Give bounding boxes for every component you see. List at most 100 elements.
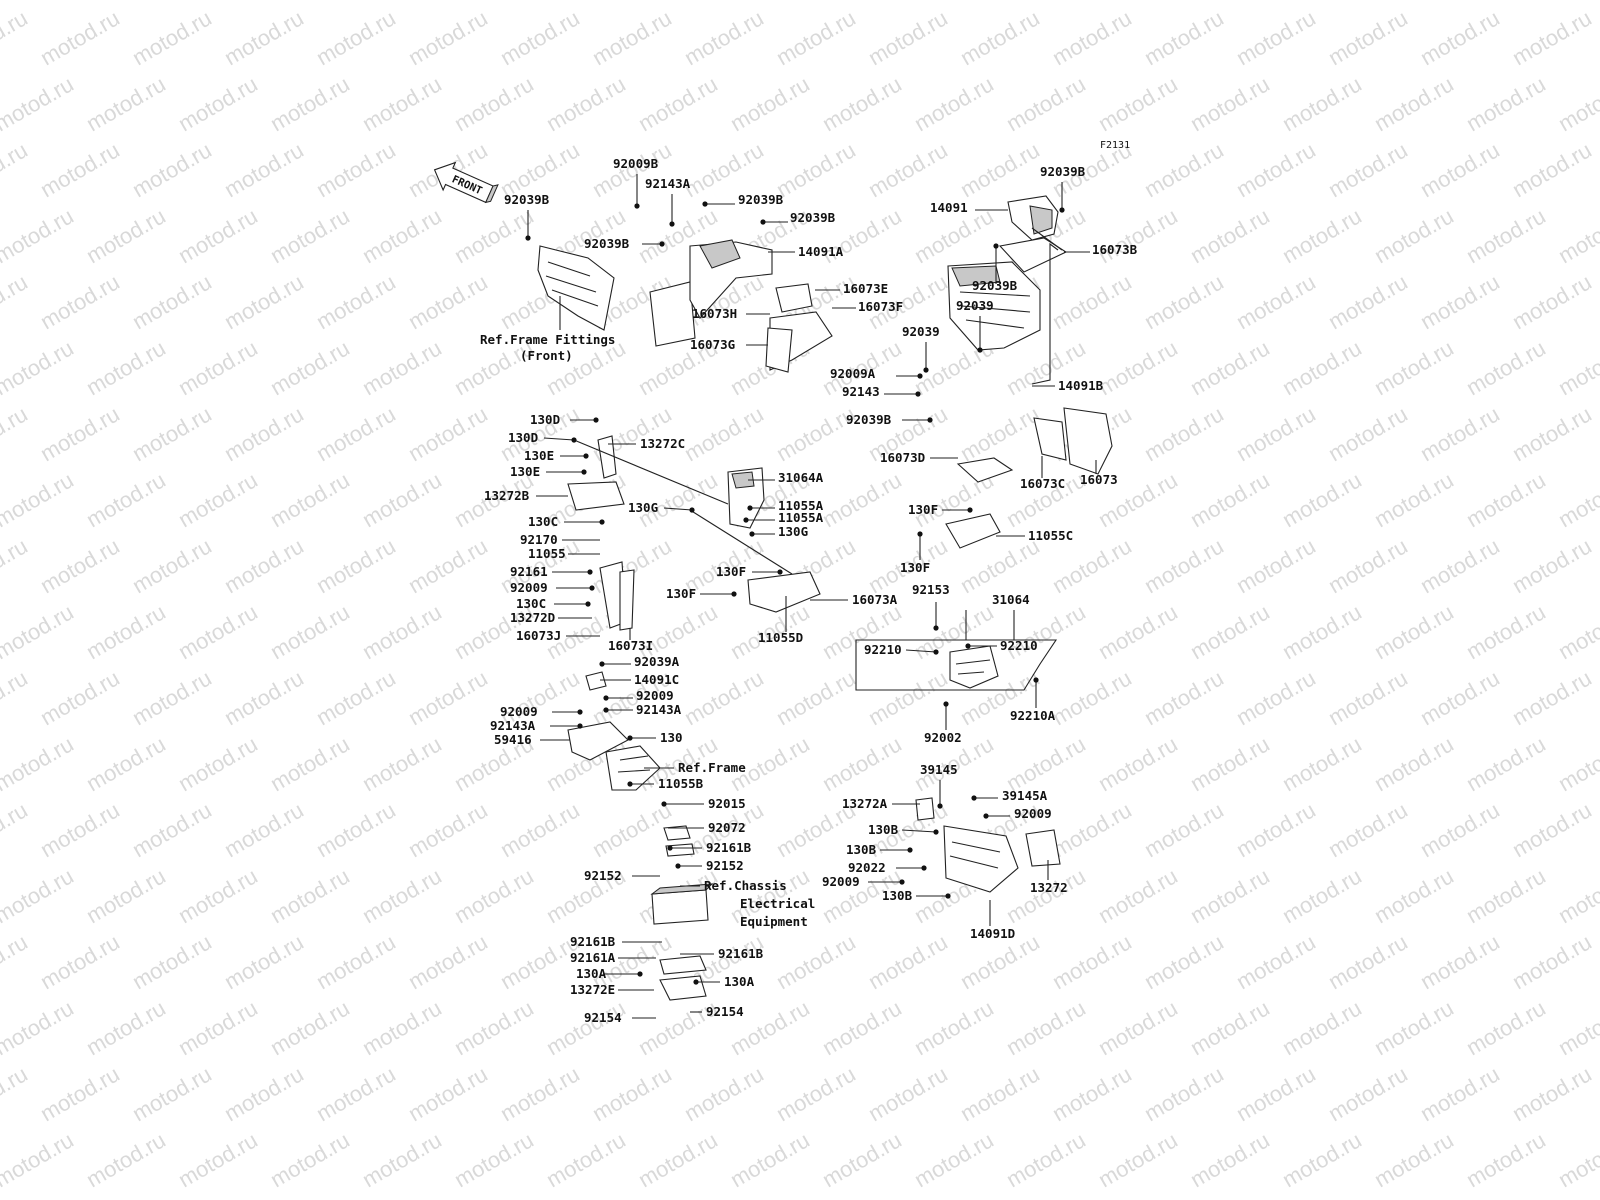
watermark-text: motod.ru: [1048, 1061, 1136, 1126]
watermark-text: motod.ru: [174, 335, 262, 400]
watermark-text: motod.ru: [220, 5, 308, 70]
watermark-text: motod.ru: [404, 533, 492, 598]
callout-92009b-a: 92009B: [613, 156, 659, 209]
watermark-text: motod.ru: [1094, 1127, 1182, 1192]
watermark-text: motod.ru: [220, 533, 308, 598]
watermark-text: motod.ru: [128, 797, 216, 862]
watermark-text: motod.ru: [1370, 731, 1458, 796]
watermark-text: motod.ru: [1186, 0, 1274, 4]
fastener-dot: [659, 241, 665, 247]
part-number-label: 39145: [920, 762, 958, 777]
watermark-text: motod.ru: [1370, 71, 1458, 136]
watermark-text: motod.ru: [1462, 203, 1550, 268]
watermark-text: motod.ru: [128, 5, 216, 70]
fastener-dot: [907, 847, 913, 853]
fastener-dot: [967, 507, 973, 513]
watermark-text: motod.ru: [404, 665, 492, 730]
part-number-label: 130G: [778, 524, 808, 539]
fastener-dot: [627, 735, 633, 741]
watermark-text: motod.ru: [312, 5, 400, 70]
watermark-text: motod.ru: [312, 137, 400, 202]
watermark-text: motod.ru: [358, 71, 446, 136]
watermark-text: motod.ru: [1324, 929, 1412, 994]
watermark-text: motod.ru: [1278, 599, 1366, 664]
part-number-label: 92039B: [846, 412, 892, 427]
callout-14091: 14091: [930, 200, 1008, 215]
callout-92039b-a: 92039B: [702, 192, 784, 207]
part-number-label: Electrical: [740, 896, 815, 911]
part-number-label: 13272A: [842, 796, 888, 811]
watermark-text: motod.ru: [1554, 995, 1600, 1060]
watermark-text: motod.ru: [1508, 1061, 1596, 1126]
watermark-text: motod.ru: [128, 401, 216, 466]
watermark-text: motod.ru: [0, 599, 78, 664]
part-number-label: 16073F: [858, 299, 903, 314]
callout-130b-c: 130B: [882, 888, 951, 903]
watermark-text: motod.ru: [0, 5, 32, 70]
callout-92039-b: 92039: [902, 324, 940, 373]
watermark-text: motod.ru: [910, 0, 998, 4]
fastener-dot: [927, 417, 933, 423]
part-number-label: 13272C: [640, 436, 685, 451]
watermark-text: motod.ru: [36, 929, 124, 994]
watermark-text: motod.ru: [1554, 599, 1600, 664]
watermark-text: motod.ru: [358, 731, 446, 796]
watermark-text: motod.ru: [496, 797, 584, 862]
part-number-label: 16073G: [690, 337, 735, 352]
callout-92039b-g: 92039B: [846, 412, 933, 427]
part-number-label: 31064: [992, 592, 1030, 607]
watermark-text: motod.ru: [1002, 1127, 1090, 1192]
watermark-text: motod.ru: [1140, 5, 1228, 70]
watermark-text: motod.ru: [1462, 335, 1550, 400]
fastener-dot: [923, 367, 929, 373]
callout-refchassis: Ref.Chassis: [680, 878, 787, 893]
watermark-text: motod.ru: [0, 401, 32, 466]
fastener-dot: [585, 601, 591, 607]
watermark-text: motod.ru: [82, 599, 170, 664]
callout-130c-b: 130C: [516, 596, 591, 611]
watermark-text: motod.ru: [1140, 137, 1228, 202]
callout-130a-a: 130A: [576, 966, 643, 981]
watermark-text: motod.ru: [1140, 797, 1228, 862]
watermark-text: motod.ru: [0, 1061, 32, 1126]
watermark-text: motod.ru: [0, 0, 78, 4]
watermark-text: motod.ru: [1232, 797, 1320, 862]
watermark-text: motod.ru: [1462, 863, 1550, 928]
part-number-label: 92210A: [1010, 708, 1056, 723]
fastener-dot: [571, 437, 577, 443]
callout-130b-b: 130B: [846, 842, 913, 857]
callout-92152-a: 92152: [675, 858, 744, 873]
part-number-label: 11055C: [1028, 528, 1073, 543]
watermark-text: motod.ru: [0, 863, 78, 928]
watermark-text: motod.ru: [358, 995, 446, 1060]
callout-14091a: 14091A: [768, 244, 844, 259]
part-number-label: 92009: [1014, 806, 1052, 821]
part-number-label: 130A: [576, 966, 607, 981]
callout-130c-a: 130C: [528, 514, 605, 529]
watermark-text: motod.ru: [1186, 995, 1274, 1060]
fastener-dot: [917, 531, 923, 537]
watermark-text: motod.ru: [1232, 533, 1320, 598]
part-number-label: 130D: [508, 430, 538, 445]
part-number-label: 92039B: [584, 236, 630, 251]
watermark-text: motod.ru: [1186, 71, 1274, 136]
callout-11055d: 11055D: [758, 596, 803, 645]
watermark-text: motod.ru: [36, 401, 124, 466]
callout-refframefittings: Ref.Frame Fittings: [480, 296, 615, 347]
watermark-text: motod.ru: [358, 203, 446, 268]
watermark-text: motod.ru: [404, 1061, 492, 1126]
watermark-text: motod.ru: [1416, 401, 1504, 466]
watermark-text: motod.ru: [1508, 665, 1596, 730]
watermark-text: motod.ru: [956, 5, 1044, 70]
watermark-text: motod.ru: [1324, 797, 1412, 862]
watermark-text: motod.ru: [1370, 1127, 1458, 1192]
watermark-text: motod.ru: [0, 929, 32, 994]
part-number-label: 130B: [882, 888, 913, 903]
watermark-text: motod.ru: [220, 929, 308, 994]
part-number-label: 14091D: [970, 926, 1015, 941]
watermark-text: motod.ru: [1416, 797, 1504, 862]
part-number-label: 11055D: [758, 630, 803, 645]
callout-130f-d: 130F: [900, 531, 930, 575]
part-number-label: Ref.Chassis: [704, 878, 787, 893]
fastener-dot: [983, 813, 989, 819]
